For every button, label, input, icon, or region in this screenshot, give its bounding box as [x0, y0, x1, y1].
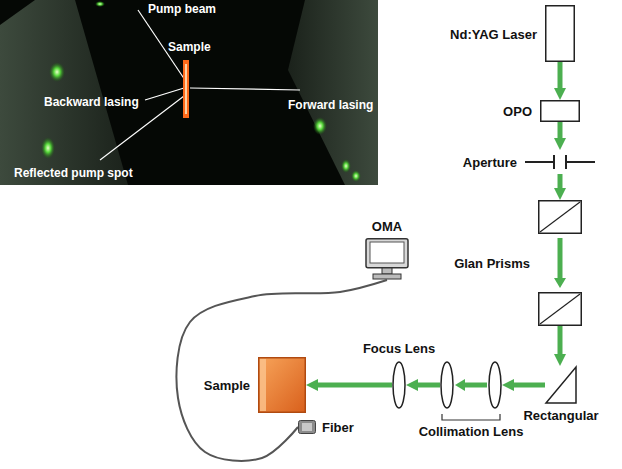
photo-label: Pump beam — [148, 2, 216, 16]
fiber-face — [302, 423, 312, 431]
photo-label: Forward lasing — [288, 98, 373, 112]
green-spot — [95, 1, 105, 7]
beam-arrow — [558, 122, 563, 142]
photo-label: Reflected pump spot — [14, 166, 133, 180]
beam-arrow — [558, 62, 563, 92]
aperture-symbol: Aperture — [525, 150, 595, 174]
aperture-edge — [553, 155, 555, 169]
lens-symbol — [393, 362, 405, 408]
photo-label: Backward lasing — [44, 95, 139, 109]
sample-square — [259, 358, 306, 413]
component-label: Collimation Lens — [419, 424, 524, 439]
fiber-connector — [299, 421, 316, 434]
aperture-plate — [566, 161, 595, 163]
prism-interface — [540, 202, 580, 232]
component-label: Fiber — [322, 420, 354, 435]
photo-label: Sample — [168, 40, 211, 54]
beam-arrow — [558, 326, 563, 358]
green-spot — [351, 170, 361, 182]
sample-edge — [260, 359, 266, 411]
aperture-edge — [565, 155, 567, 169]
opo-box-outline — [540, 100, 580, 122]
lens-bracket — [442, 414, 500, 420]
lens-symbol — [489, 362, 501, 408]
leader-line — [190, 88, 300, 90]
lens-symbol — [441, 362, 453, 408]
right-angle-prism — [546, 367, 576, 403]
glan-prism — [539, 201, 582, 234]
beam-arrow — [510, 383, 545, 388]
focus-lens: Focus Lens — [392, 360, 406, 410]
forward-spot — [313, 117, 327, 135]
prism-interface — [540, 294, 580, 324]
sample-glow — [183, 60, 189, 118]
component-label: Nd:YAG Laser — [450, 26, 537, 41]
rectangular-prism-outline — [545, 366, 577, 404]
component-label: OPO — [503, 104, 532, 119]
green-spot — [341, 159, 351, 173]
beam-arrow — [414, 383, 440, 388]
opo-box: OPO — [540, 100, 580, 122]
glan-prisms-outline — [538, 200, 582, 326]
fiber-cable — [176, 280, 387, 461]
screen-cone — [0, 0, 128, 185]
aperture-plate — [525, 161, 554, 163]
beam-arrow — [314, 383, 392, 388]
aperture-symbol-outline — [525, 150, 595, 174]
sample-plate: Sample — [258, 357, 306, 413]
monitor-screen — [370, 242, 404, 263]
oma-computer-outline — [364, 238, 410, 280]
beam-arrow — [558, 174, 563, 192]
component-box — [541, 101, 580, 122]
component-label: Sample — [204, 378, 250, 393]
backward-spot — [49, 62, 65, 82]
sample-glow — [185, 64, 187, 114]
oma-computer: OMA — [364, 238, 410, 280]
leader-line — [145, 88, 184, 100]
monitor-base — [373, 274, 401, 279]
focus-lens-outline — [392, 360, 406, 410]
component-label: Focus Lens — [363, 341, 435, 356]
component-label: Rectangular — [523, 408, 598, 423]
sample-plate-outline — [258, 357, 306, 413]
fiber-tip-outline — [298, 420, 316, 434]
monitor-stand — [382, 268, 392, 274]
component-label: Aperture — [463, 155, 517, 170]
beam-arrow-head — [455, 379, 465, 391]
screen-cone — [288, 0, 378, 185]
glan-prism — [539, 293, 582, 326]
monitor-case — [366, 239, 408, 268]
rectangular-prism: Rectangular — [545, 366, 577, 404]
component-box — [546, 6, 575, 62]
component-label: OMA — [372, 219, 402, 234]
laser-box: Nd:YAG Laser — [545, 5, 575, 62]
beam-arrow-head — [554, 278, 566, 288]
collimation-lenses-outline — [440, 360, 502, 410]
laser-box-outline — [545, 5, 575, 62]
component-label: Glan Prisms — [454, 256, 530, 271]
beam-arrow — [558, 238, 563, 279]
fiber-tip: Fiber — [298, 420, 316, 434]
glan-prisms: Glan Prisms — [538, 200, 582, 326]
beam-arrow — [464, 383, 487, 388]
reflected-spot — [41, 137, 55, 159]
collimation-lenses: Collimation Lens — [440, 360, 502, 410]
photo-background — [0, 0, 378, 185]
